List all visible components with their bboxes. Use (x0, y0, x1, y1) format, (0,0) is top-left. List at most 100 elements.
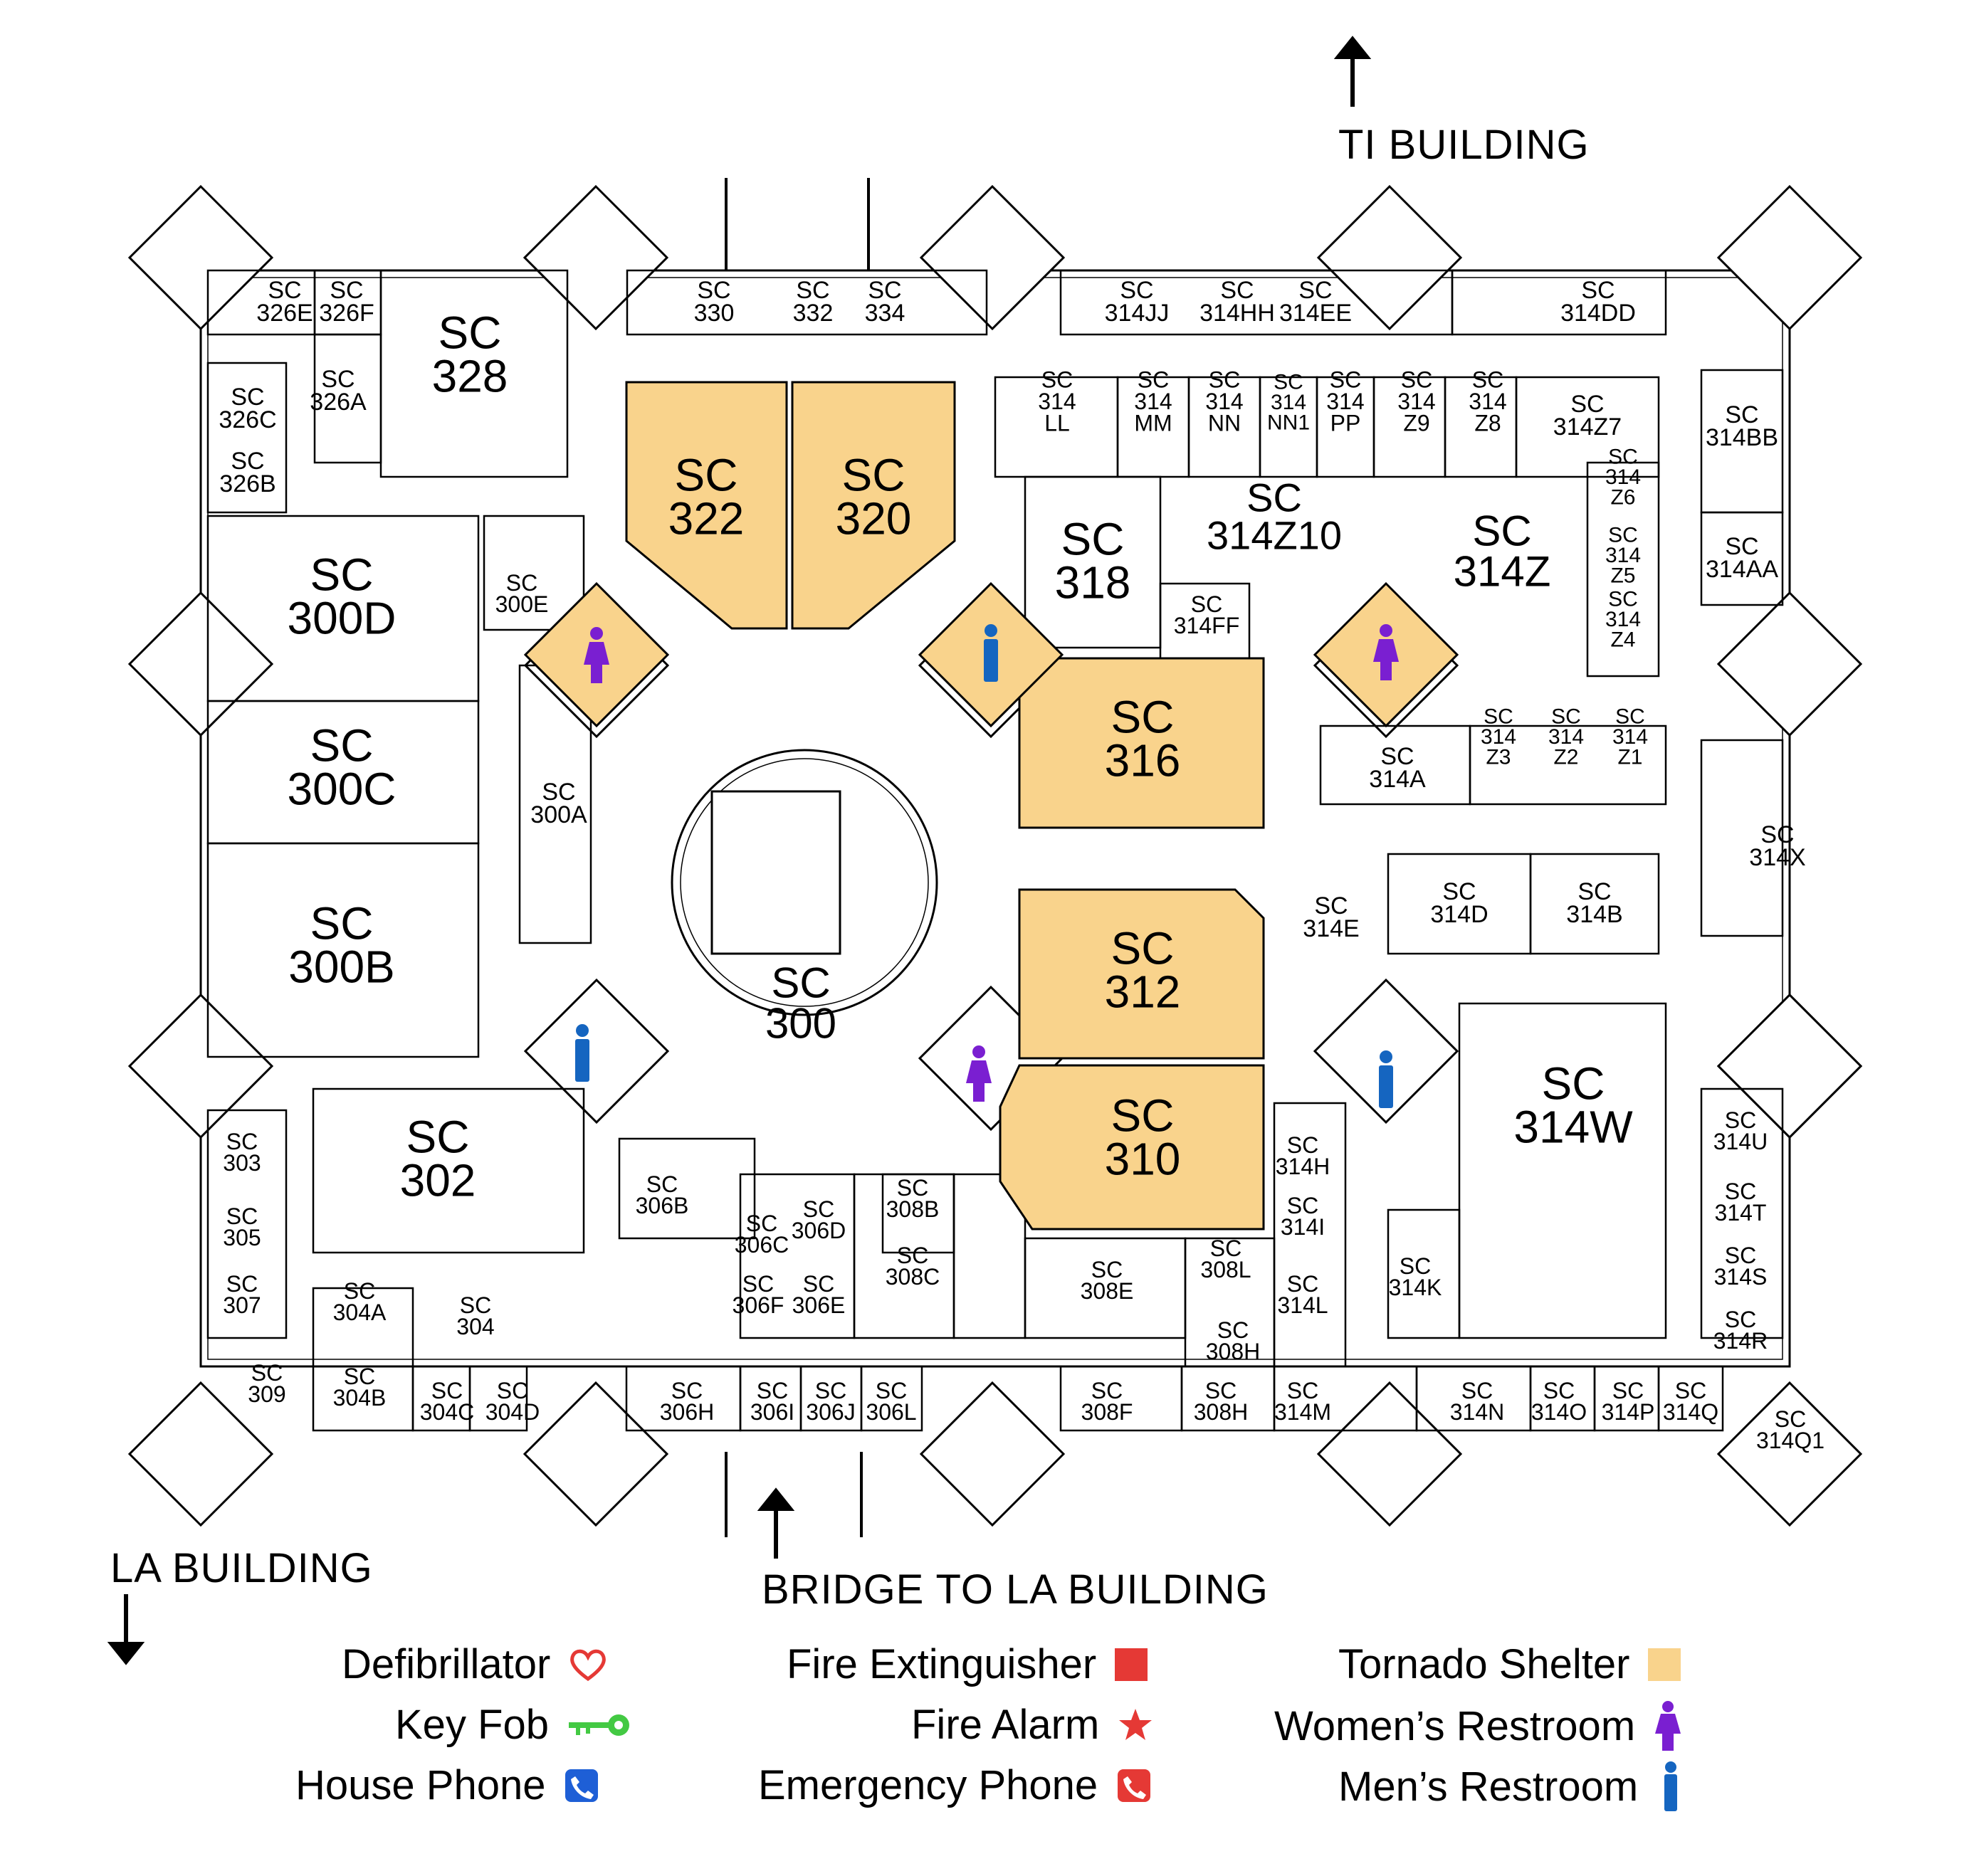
room-label-line: 314R (1713, 1328, 1768, 1354)
room-label-line: SC (803, 1196, 834, 1222)
room-label-line: Z5 (1610, 564, 1635, 588)
room-label-line: 326F (319, 300, 374, 327)
room-label-line: SC (330, 277, 363, 304)
room-label-line: SC (1615, 705, 1645, 729)
fire-extinguisher-icon (1115, 1648, 1148, 1681)
room-label-line: 314JJ (1105, 300, 1170, 327)
room-label-line: 303 (223, 1150, 261, 1176)
room-label-line: 314N (1450, 1399, 1505, 1425)
room-label-line: 314HH (1199, 300, 1275, 327)
room-label-line: SC (1675, 1378, 1706, 1403)
room-label-line: 306H (660, 1399, 715, 1425)
room-label-line: 314 (1469, 389, 1506, 414)
room-label-line: SC (1608, 588, 1638, 611)
room-label-line: 314Z7 (1553, 413, 1622, 441)
room-label-line: 308C (886, 1264, 940, 1290)
room-label-line: SC (497, 1378, 528, 1403)
room-label-line: 314AA (1706, 556, 1778, 583)
room-label-line: SC (1400, 1253, 1431, 1279)
room-label-line: SC (226, 1203, 258, 1229)
legend-house-phone: House Phone (295, 1761, 599, 1809)
room-label-line: SC (796, 277, 829, 304)
room-label-line: 314 (1605, 608, 1641, 631)
room-label-line: 308F (1081, 1399, 1133, 1425)
room-label-line: SC (1111, 923, 1175, 974)
room-label-line: SC (1314, 892, 1348, 919)
room-label-line: 314O (1531, 1399, 1587, 1425)
room-label-line: 304A (333, 1300, 387, 1325)
legend-label: Tornado Shelter (1338, 1641, 1630, 1687)
room-label-line: SC (226, 1271, 258, 1297)
room-label-line: SC (460, 1292, 491, 1318)
room-label-line: SC (897, 1175, 928, 1201)
room-label-line: SC (742, 1271, 774, 1297)
room-label-line: SC (757, 1378, 788, 1403)
room-label-line: SC (1725, 1107, 1756, 1133)
room-label-line: 314I (1281, 1214, 1325, 1240)
room-label-line: 314B (1566, 901, 1622, 928)
room-label-line: 326A (310, 389, 367, 416)
legend-label: House Phone (295, 1762, 546, 1808)
room-label-line: 320 (836, 492, 912, 544)
room-label-line: 316 (1105, 734, 1181, 786)
room-label-line: SC (268, 277, 301, 304)
room-label-line: SC (1725, 1243, 1756, 1268)
room-label-line: Z2 (1553, 746, 1578, 769)
womens-restroom-icon (1373, 624, 1399, 680)
legend-tornado-shelter: Tornado Shelter (1338, 1640, 1681, 1688)
room-label-line: 310 (1105, 1133, 1181, 1184)
room-label-line: SC (1442, 878, 1476, 905)
room-label-line: 314BB (1706, 424, 1778, 451)
legend-label: Fire Extinguisher (787, 1641, 1097, 1687)
mens-restroom-icon (984, 624, 998, 682)
room-label-line: 314Q (1663, 1399, 1718, 1425)
room-label-line: 328 (432, 350, 508, 401)
room-label-line: 314 (1326, 389, 1364, 414)
ti-building-label: TI BUILDING (1338, 122, 1590, 168)
legend-womens-restroom: Women’s Restroom (1274, 1701, 1682, 1751)
room-label-line: 304C (420, 1399, 475, 1425)
room-label-line: SC (1472, 367, 1503, 393)
room-label-line: 326C (219, 406, 276, 433)
room-label-line: 314Z10 (1207, 513, 1342, 558)
womens-restroom-icon (584, 627, 609, 683)
room-label-line: 314U (1713, 1129, 1768, 1154)
tornado-shelter-322 (625, 381, 788, 630)
room-label-line: SC (1330, 367, 1361, 393)
room-label-line: SC (1287, 1271, 1318, 1297)
room-label-line: MM (1134, 410, 1172, 436)
central-stair (671, 749, 938, 1016)
room-label-line: 314 (1271, 391, 1306, 414)
room-label-line: Z1 (1617, 746, 1642, 769)
room-label-line: 314L (1277, 1292, 1328, 1318)
north-arrow-icon (1333, 36, 1372, 59)
room-label-line: SC (226, 1129, 258, 1154)
